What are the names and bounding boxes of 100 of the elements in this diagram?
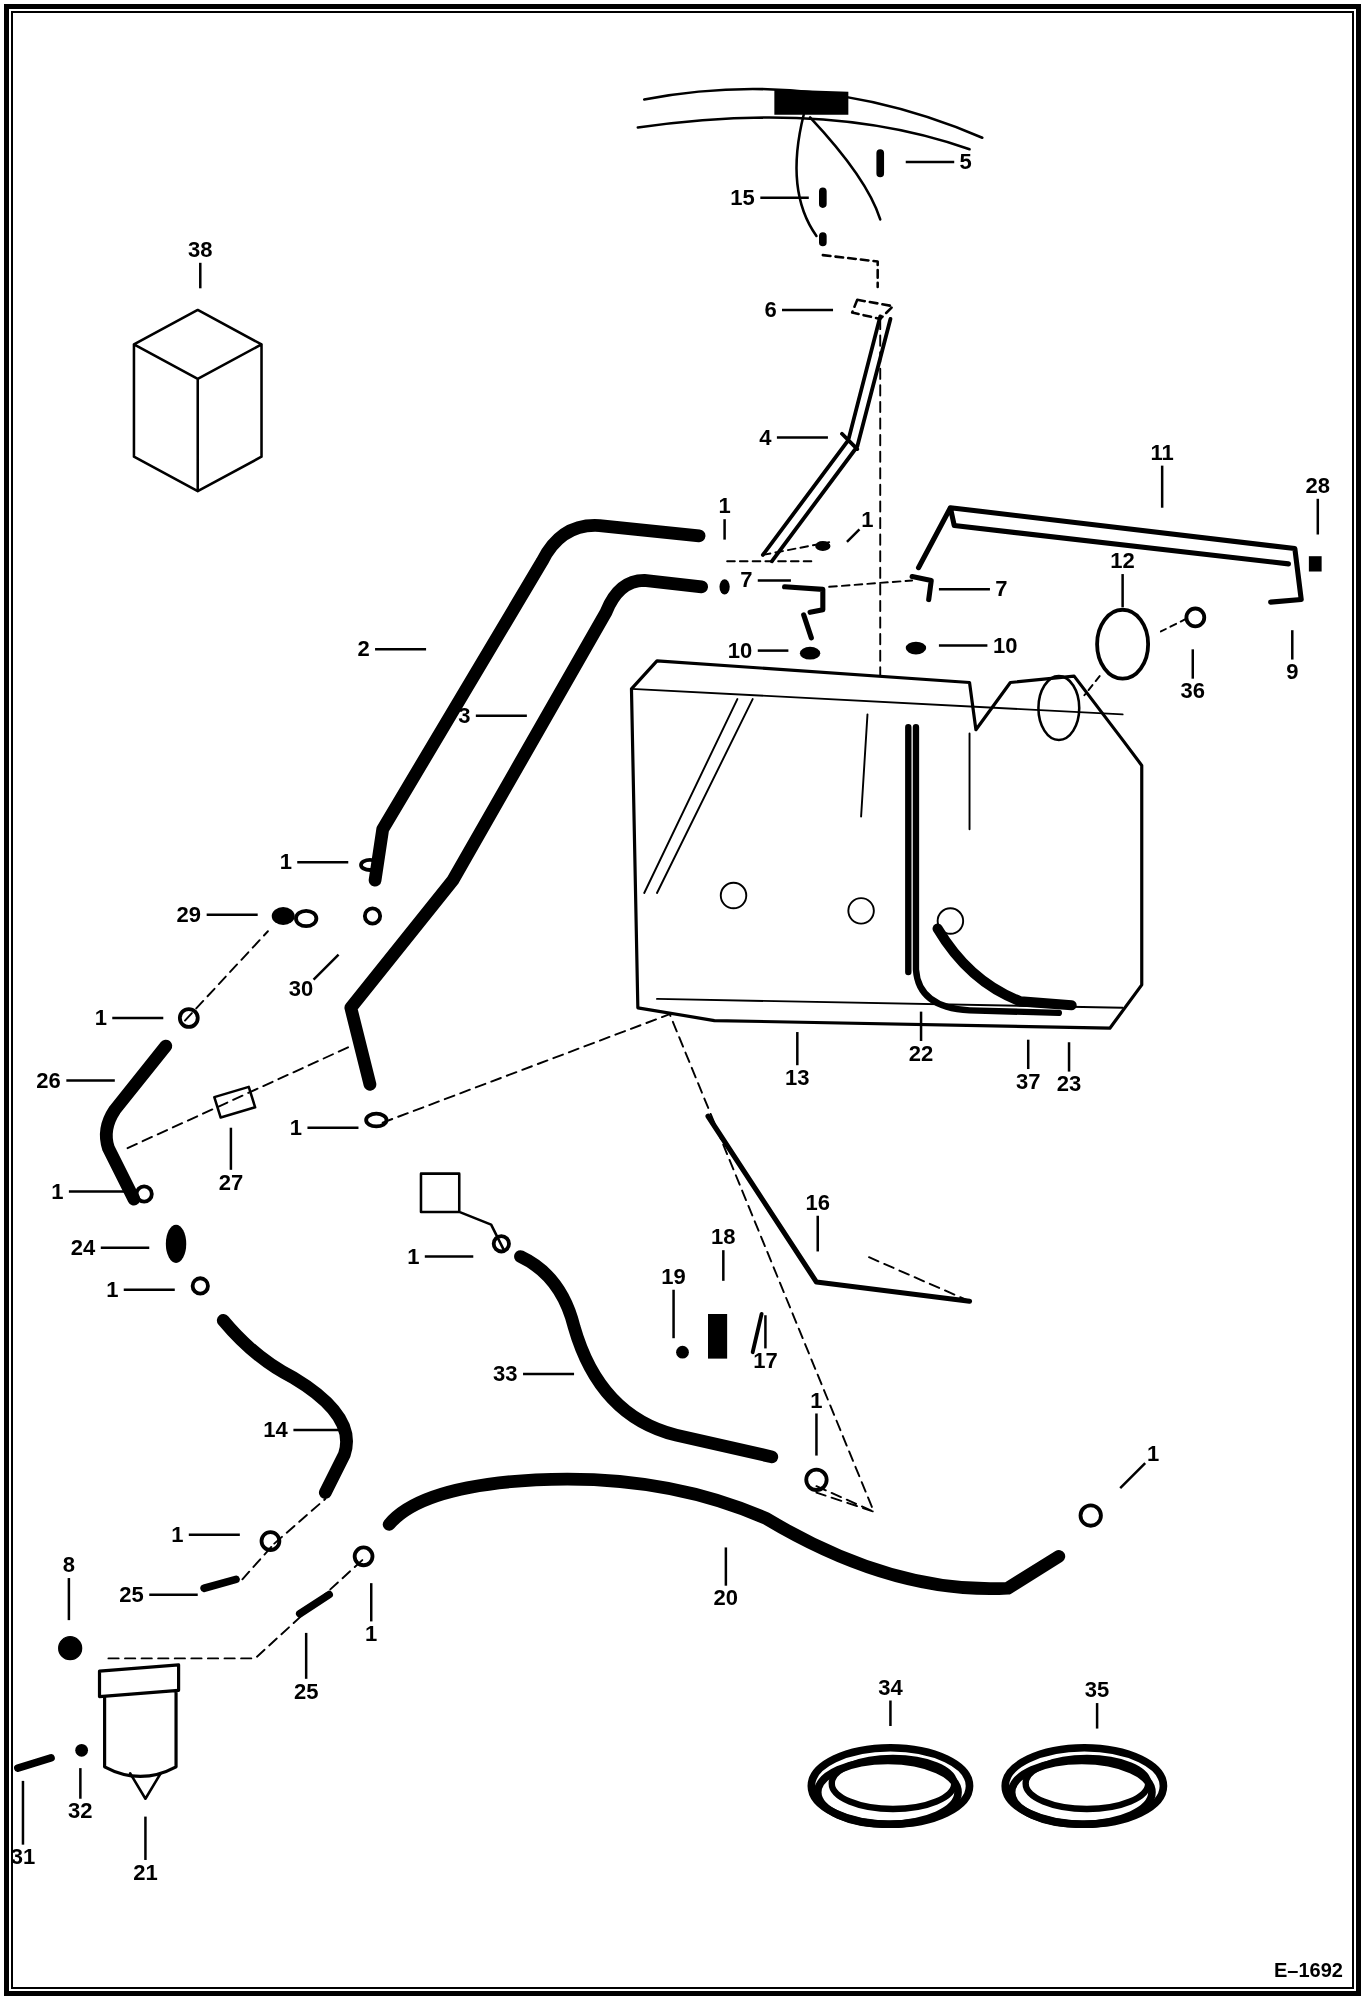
leader-line <box>724 1547 728 1586</box>
callout-number: 8 <box>62 1554 75 1577</box>
leader-line <box>144 1816 147 1860</box>
callout-number: 21 <box>133 1861 158 1884</box>
callout-number: 34 <box>878 1676 903 1699</box>
leader-line <box>188 1533 240 1536</box>
callout-number: 2 <box>357 638 370 661</box>
callout-number: 20 <box>713 1587 739 1610</box>
leader-line <box>816 1215 819 1252</box>
leader-line <box>149 1593 198 1596</box>
leader-line <box>919 1011 923 1041</box>
leader-line <box>68 1190 125 1193</box>
callout-number: 37 <box>1015 1070 1041 1093</box>
leader-line <box>1095 1703 1099 1729</box>
leader-line <box>796 1032 799 1066</box>
leader-line <box>764 1315 767 1349</box>
leader-line <box>229 1127 233 1170</box>
callout-number: 29 <box>176 903 202 926</box>
callout-number: 33 <box>492 1362 518 1385</box>
callout-number: 35 <box>1084 1679 1110 1702</box>
callout-number: 11 <box>1150 441 1174 464</box>
callout-number: 1 <box>407 1245 420 1268</box>
callout-number: 5 <box>959 151 972 173</box>
leader-line <box>723 519 726 540</box>
callout-number: 18 <box>711 1226 736 1249</box>
callout-number: 1 <box>365 1623 378 1646</box>
leader-line <box>905 160 955 164</box>
leader-line <box>846 528 861 543</box>
leader-line <box>67 1578 71 1621</box>
leader-line <box>206 913 258 916</box>
leader-line <box>66 1079 115 1082</box>
callout-number: 22 <box>908 1042 934 1065</box>
callout-number: 9 <box>1286 661 1299 684</box>
leader-line <box>375 648 427 651</box>
leader-line <box>672 1289 675 1339</box>
callout-number: 13 <box>785 1066 810 1089</box>
callout-number: 28 <box>1305 475 1331 498</box>
callout-number: 3 <box>458 704 471 727</box>
callout-number: 7 <box>740 569 753 592</box>
leader-line <box>760 196 809 199</box>
callout-number: 38 <box>188 239 213 262</box>
leader-line <box>523 1372 575 1376</box>
leader-line <box>1191 649 1195 679</box>
callout-number: 23 <box>1056 1073 1082 1096</box>
leader-line <box>312 953 340 981</box>
callout-number: 15 <box>730 186 755 209</box>
leader-line <box>304 1632 308 1679</box>
callout-number: 1 <box>171 1523 184 1546</box>
callout-number: 26 <box>36 1069 61 1092</box>
callout-number: 1 <box>279 851 292 874</box>
callout-number: 10 <box>993 634 1018 657</box>
callout-number: 7 <box>995 578 1008 601</box>
leader-line <box>757 579 791 582</box>
callout-number: 4 <box>759 426 772 449</box>
leader-line <box>889 1700 892 1726</box>
callout-number: 1 <box>51 1180 64 1203</box>
callout-number: 36 <box>1180 680 1205 703</box>
leader-line <box>21 1780 25 1845</box>
callout-number: 31 <box>10 1846 36 1869</box>
callout-number: 1 <box>106 1278 119 1301</box>
callout-number: 1 <box>1147 1443 1160 1466</box>
leader-line <box>757 649 789 652</box>
leader-line <box>938 644 988 647</box>
leader-line <box>1067 1042 1071 1072</box>
callout-number: 10 <box>727 639 753 662</box>
leader-line <box>100 1246 150 1249</box>
leader-line <box>307 1126 359 1129</box>
leader-line <box>123 1288 175 1291</box>
leader-line <box>1121 574 1124 608</box>
leader-line <box>815 1413 818 1456</box>
callout-number: 12 <box>1110 550 1135 573</box>
leader-line <box>1026 1039 1030 1070</box>
callout-number: 25 <box>119 1583 144 1606</box>
leader-line <box>475 714 527 717</box>
callout-number: 32 <box>68 1800 93 1823</box>
drawing-number: E–1692 <box>1274 1959 1343 1982</box>
callout-number: 1 <box>94 1007 107 1029</box>
callout-number: 1 <box>861 509 874 532</box>
leader-line <box>79 1768 82 1799</box>
callout-number: 30 <box>288 977 314 1000</box>
leader-line <box>112 1016 164 1020</box>
callout-number: 25 <box>293 1680 319 1703</box>
callout-number: 19 <box>661 1265 686 1288</box>
callout-number: 17 <box>753 1350 778 1373</box>
leader-line <box>1160 465 1164 508</box>
leader-line <box>370 1583 373 1622</box>
callout-number: 27 <box>218 1171 244 1194</box>
callout-number: 1 <box>289 1116 303 1139</box>
leader-line <box>938 588 990 591</box>
callout-number: 1 <box>718 495 731 518</box>
callout-number: 16 <box>805 1192 830 1214</box>
callout-number: 24 <box>70 1236 96 1259</box>
leader-line <box>782 308 834 312</box>
callout-number: 1 <box>810 1389 823 1412</box>
leader-line <box>424 1255 474 1258</box>
callout-number: 6 <box>764 299 777 321</box>
leader-line <box>297 861 349 864</box>
leader-line <box>722 1250 725 1281</box>
leader-line <box>199 262 202 289</box>
leader-line <box>1316 498 1320 535</box>
